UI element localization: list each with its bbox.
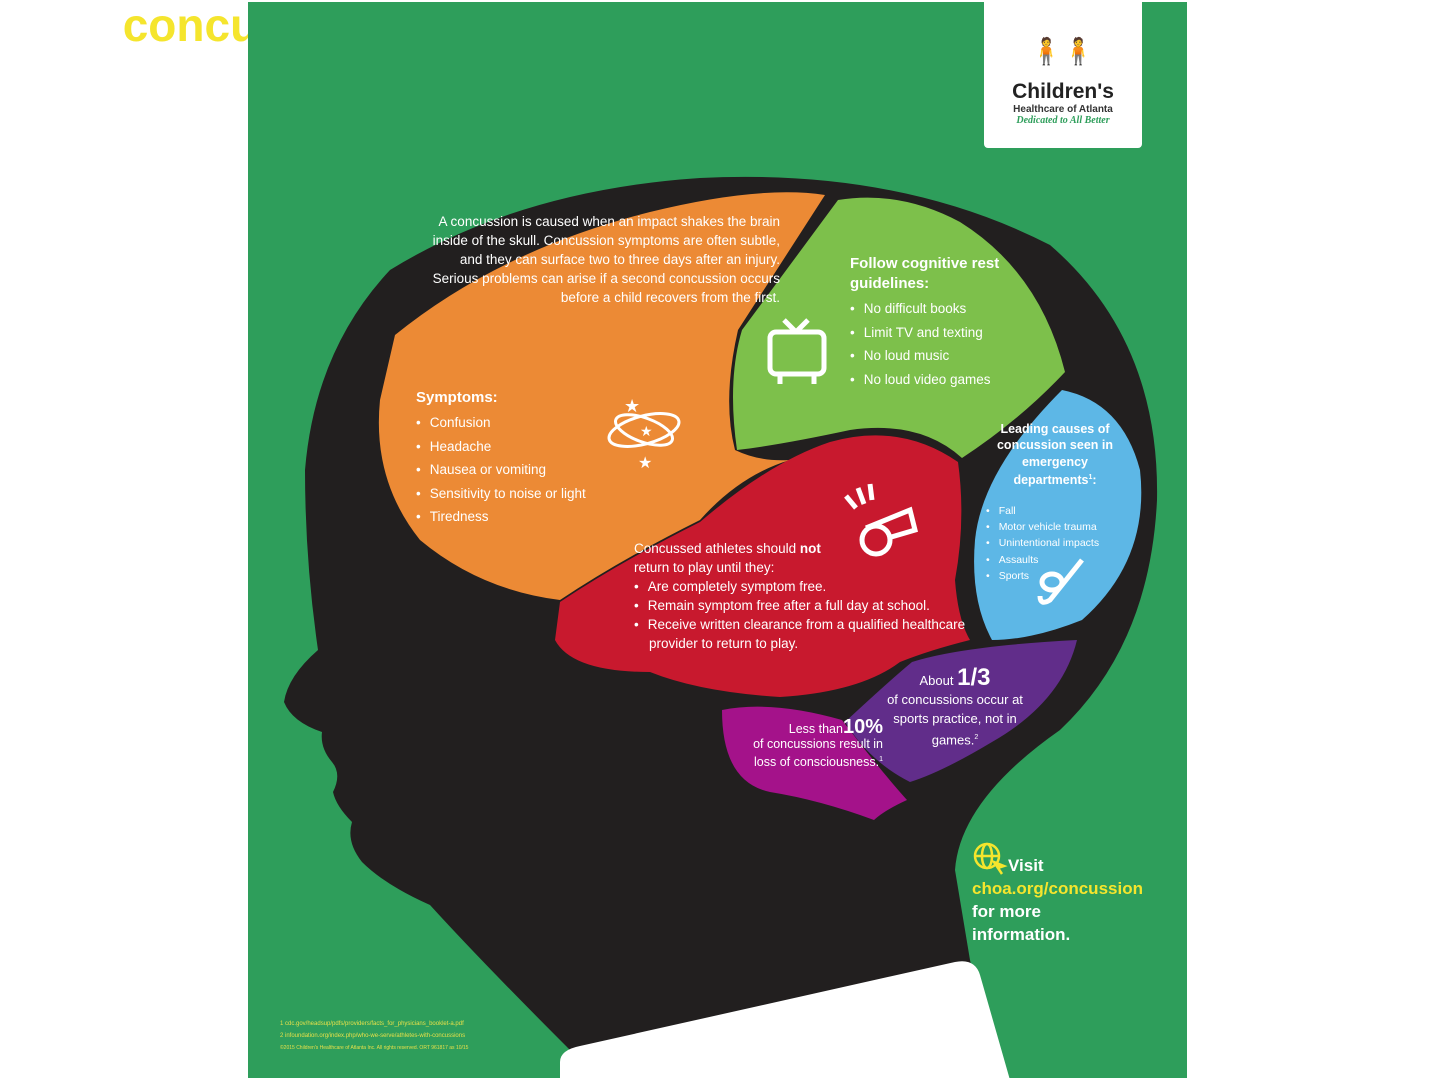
footnote-2: 2 infoundation.org/index.php/who-we-serv… <box>280 1033 466 1039</box>
footnote-ref: 2 <box>974 734 979 741</box>
globe-cursor-icon <box>973 842 1008 875</box>
copyright: ©2015 Children's Healthcare of Atlanta I… <box>280 1045 469 1051</box>
title-text: Is it a <box>0 0 123 51</box>
footnote-ref: 1 <box>879 756 883 763</box>
purple-region <box>845 640 1077 782</box>
tv-icon <box>767 318 827 384</box>
list-item: Sports <box>986 568 1099 584</box>
visit-link[interactable]: choa.org/concussion <box>972 879 1143 898</box>
intro-bold: not <box>799 541 821 556</box>
logo-name: Children's <box>1012 80 1114 103</box>
visit-text: for more <box>972 902 1041 921</box>
list-item: Fall <box>986 503 1099 519</box>
magenta-region <box>722 706 907 820</box>
list-item: Remain symptom free after a full day at … <box>648 596 969 615</box>
list-item: No loud music <box>850 344 991 368</box>
stat-pre: Less than <box>788 722 843 736</box>
one-third-stat: About 1/3 of concussions occur at sports… <box>880 666 1030 749</box>
footnote-ref: 1 <box>1088 473 1093 481</box>
list-item: Headache <box>416 435 586 459</box>
stat-pre: About <box>919 673 954 688</box>
causes-title: Leading causes of concussion seen in eme… <box>990 421 1120 488</box>
list-item: Tiredness <box>416 505 586 529</box>
logo: 🧍🧍 Children's Healthcare of Atlanta Dedi… <box>984 2 1142 148</box>
intro-text: return to play until they: <box>634 560 775 575</box>
symptoms-title: Symptoms: <box>416 389 498 406</box>
logo-sub: Healthcare of Atlanta <box>1013 104 1113 115</box>
logo-figures-icon: 🧍🧍 <box>1030 36 1095 66</box>
logo-tagline: Dedicated to All Better <box>1016 115 1110 126</box>
stat-text: of concussions occur at sports practice,… <box>887 692 1023 748</box>
dizzy-stars-icon: ★★★ <box>607 396 681 472</box>
list-item: Assaults <box>986 552 1099 568</box>
stat-big: 10% <box>842 716 883 738</box>
whistle-icon <box>844 483 919 557</box>
visit-block: Visit choa.org/concussion for more infor… <box>972 854 1143 946</box>
list-item: Motor vehicle trauma <box>986 519 1099 535</box>
footnotes: 1 cdc.gov/headsup/pdfs/providers/facts_f… <box>280 1018 468 1054</box>
stat-fraction: 1/3 <box>957 664 991 691</box>
svg-text:★: ★ <box>638 455 652 472</box>
stat-text: of concussions result in loss of conscio… <box>753 737 883 770</box>
colon: : <box>1092 473 1097 488</box>
return-to-play-list: Are completely symptom free. Remain symp… <box>634 577 969 653</box>
svg-text:★: ★ <box>624 396 640 416</box>
list-item: Receive written clearance from a qualifi… <box>648 615 969 653</box>
visit-label: Visit <box>1008 856 1044 875</box>
list-item: No difficult books <box>850 297 991 321</box>
causes-title-text: Leading causes of concussion seen in eme… <box>996 422 1113 488</box>
list-item: Nausea or vomiting <box>416 458 586 482</box>
svg-text:★: ★ <box>640 423 653 439</box>
list-item: Unintentional impacts <box>986 535 1099 551</box>
footnote-1: 1 cdc.gov/headsup/pdfs/providers/facts_f… <box>280 1021 464 1027</box>
list-item: Sensitivity to noise or light <box>416 482 586 506</box>
visit-text: information. <box>972 925 1071 944</box>
list-item: No loud video games <box>850 368 991 392</box>
ten-percent-stat: Less than10% of concussions result in lo… <box>728 717 883 770</box>
causes-list: Fall Motor vehicle trauma Unintentional … <box>986 503 1099 584</box>
list-item: Limit TV and texting <box>850 321 991 345</box>
symptoms-list: Confusion Headache Nausea or vomiting Se… <box>416 411 586 529</box>
intro-text: Concussed athletes should <box>634 541 800 556</box>
return-to-play-intro: Concussed athletes should not return to … <box>634 539 844 577</box>
list-item: Are completely symptom free. <box>648 577 969 596</box>
list-item: Confusion <box>416 411 586 435</box>
concussion-intro: A concussion is caused when an impact sh… <box>432 214 780 305</box>
shoulder <box>560 961 1010 1080</box>
rest-list: No difficult books Limit TV and texting … <box>850 297 991 391</box>
rest-title: Follow cognitive rest guidelines: <box>850 255 1000 292</box>
